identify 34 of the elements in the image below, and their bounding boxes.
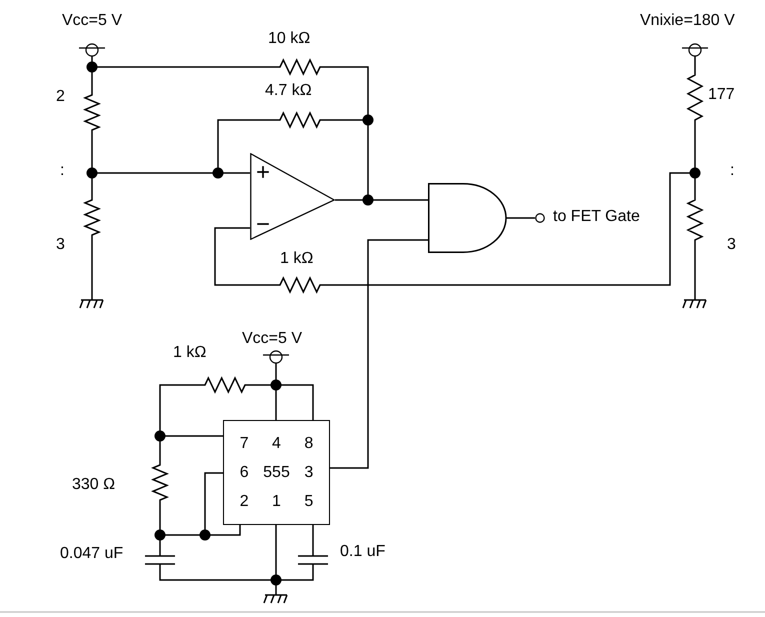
pin-number: 8	[304, 434, 314, 452]
component-label: 0.047 uF	[60, 545, 124, 563]
component-label: 2	[56, 88, 65, 106]
component-label: 1 kΩ	[280, 250, 314, 268]
component-label: 10 kΩ	[268, 30, 310, 48]
component-label: Vnixie=180 V	[640, 12, 735, 30]
component-label: 4.7 kΩ	[265, 82, 312, 100]
pin-number: 4	[272, 434, 281, 452]
timer-chip-box	[223, 420, 330, 525]
pin-number: 3	[304, 464, 314, 482]
component-label: 3	[56, 236, 65, 254]
pin-number: 1	[272, 492, 281, 510]
minus-sign: −	[256, 213, 270, 237]
terminal-label: to FET Gate	[553, 208, 640, 226]
component-label: :	[730, 162, 734, 180]
pin-number: 5	[304, 492, 314, 510]
pin-number: 6	[240, 464, 249, 482]
component-label: 3	[727, 236, 736, 254]
wire	[335, 199, 428, 201]
component-label: Vcc=5 V	[242, 330, 302, 348]
component-label: 0.1 uF	[340, 543, 386, 561]
wire	[330, 239, 428, 469]
pin-number: 7	[240, 434, 249, 452]
plus-sign: +	[256, 161, 270, 185]
component-label: 177	[708, 86, 735, 104]
and-gate-symbol	[428, 183, 506, 253]
output-terminal	[535, 213, 545, 223]
pin-number: 2	[240, 492, 249, 510]
component-label: Vcc=5 V	[62, 12, 122, 30]
component-label: 1 kΩ	[173, 344, 206, 362]
component-label: 330 Ω	[72, 476, 116, 494]
chip-label: 555	[263, 464, 290, 482]
wire	[506, 217, 535, 219]
component-label: :	[60, 162, 64, 180]
